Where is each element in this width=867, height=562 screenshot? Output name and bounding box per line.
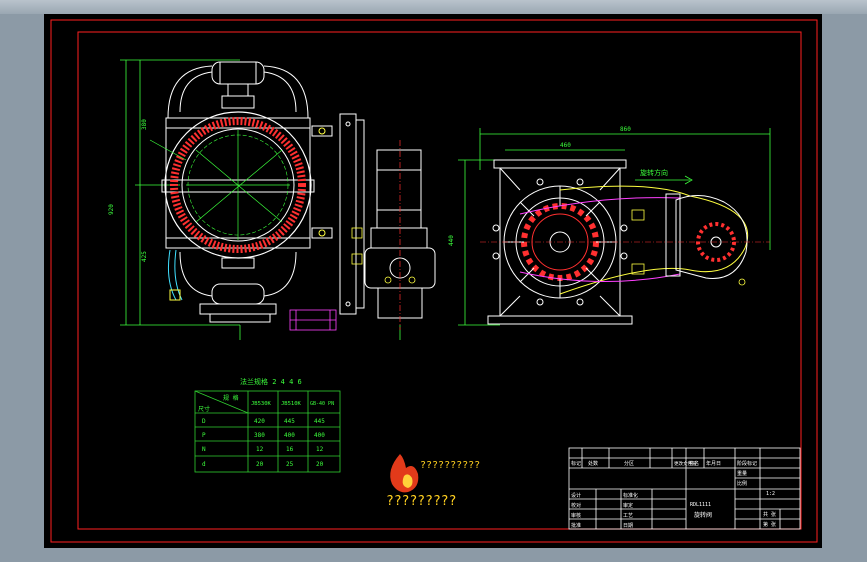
- flange-spec-table: 法兰规格 2 4 4 6 规 格 尺寸 JB530K JB510K GB-40 …: [194, 377, 341, 473]
- table-corner-bottom: 尺寸: [198, 405, 210, 413]
- table-cell: 445: [314, 418, 325, 425]
- table-cell: 20: [256, 461, 264, 468]
- tb-approver: 批准: [571, 522, 581, 529]
- tb-weight: 重量: [737, 470, 747, 477]
- chain-path: [559, 185, 749, 295]
- table-cell: 20: [316, 461, 324, 468]
- tb-zone: 分区: [624, 460, 634, 467]
- bottom-cap: [179, 251, 297, 323]
- flange-hatch-ring: [170, 117, 306, 253]
- table-cell: 400: [314, 432, 325, 439]
- rotation-direction-label: 旋转方向: [640, 168, 668, 177]
- drive-sprocket-housing: [665, 193, 748, 279]
- motor-fasteners: [351, 227, 416, 284]
- tb-standardize: 标准化: [623, 492, 638, 499]
- table-cell: 12: [256, 446, 264, 453]
- table-title: 法兰规格 2 4 4 6: [240, 377, 302, 386]
- tb-sign: 签名: [689, 460, 699, 467]
- tb-date: 年月日: [706, 460, 721, 467]
- table-corner-top: 规 格: [223, 394, 239, 402]
- table-cell: 445: [284, 418, 295, 425]
- dim-left-lower: 425: [141, 251, 148, 262]
- inner-border: [77, 31, 802, 530]
- table-row-label: P: [202, 432, 206, 439]
- tb-sheet-no: 第 张: [763, 521, 776, 528]
- coupling-detail: [289, 309, 337, 331]
- tb-date-label: 日期: [623, 523, 633, 529]
- dim-left-total: 920: [108, 204, 115, 215]
- table-col-header: JB510K: [281, 401, 302, 407]
- table-grid: [194, 390, 341, 473]
- tb-approve: 审定: [623, 502, 633, 509]
- housing-bolts: [492, 178, 628, 306]
- viewport-top-bar: [0, 0, 867, 14]
- table-cell: 25: [286, 461, 294, 468]
- table-row-label: d: [202, 461, 206, 468]
- outer-border: [50, 19, 818, 543]
- front-view-dimension-lines: [120, 59, 401, 340]
- tb-process: 工艺: [623, 513, 633, 519]
- dim-right-height: 440: [448, 235, 455, 246]
- bore-circle: [181, 128, 295, 242]
- dim-left-upper: 380: [141, 119, 148, 130]
- tb-scale: 1:2: [766, 491, 775, 497]
- side-view: 860 460 440 旋转方向: [448, 126, 771, 326]
- table-cell: 420: [254, 418, 265, 425]
- bore-center-lines: [149, 130, 290, 240]
- tb-drawing-number: RDL1111: [690, 502, 711, 508]
- table-cell: 12: [316, 446, 324, 453]
- logo-line-2: ?????????: [386, 494, 456, 509]
- side-view-dimension-lines: [458, 128, 771, 326]
- drawing-sheet: [44, 14, 822, 548]
- table-row-label: N: [202, 446, 206, 453]
- tb-ratio: 比例: [737, 480, 747, 487]
- chain-guard-top: [519, 197, 681, 215]
- chain-guard-bottom: [519, 271, 681, 283]
- tensioner-fasteners: [631, 209, 746, 286]
- hose-fitting: [169, 289, 181, 301]
- front-view: 920 380 425: [108, 59, 436, 340]
- tb-drawing-name: 旋转阀: [694, 511, 712, 519]
- table-col-header: JB530K: [251, 401, 272, 407]
- tb-checker: 校对: [571, 502, 581, 509]
- top-cap: [167, 61, 309, 119]
- tb-mark: 标记: [571, 460, 581, 467]
- brand-logo: ?????????? ?????????: [386, 454, 480, 509]
- tb-change-doc: 更改文件号: [674, 460, 697, 467]
- table-row-label: D: [202, 418, 206, 425]
- table-cell: 16: [286, 446, 294, 453]
- dim-right-width: 860: [620, 126, 631, 133]
- tb-reviewer: 审核: [571, 512, 581, 519]
- flame-core-icon: [402, 474, 413, 488]
- dim-right-sub: 460: [560, 142, 571, 149]
- table-col-header: GB-40 PN: [310, 401, 334, 407]
- flame-icon: [390, 454, 419, 493]
- mounting-plate: [339, 113, 365, 315]
- tb-sheets-total: 共 张: [763, 511, 776, 518]
- title-block-grid: [568, 447, 801, 530]
- tb-designer: 设计: [571, 492, 581, 499]
- table-cell: 380: [254, 432, 265, 439]
- title-block: 标记 处数 分区 更改文件号 签名 年月日 阶段标记 重量 比例 设计 校对 审…: [568, 447, 801, 530]
- tb-stage: 阶段标记: [737, 460, 757, 467]
- tb-count: 处数: [588, 460, 598, 467]
- logo-line-1: ??????????: [420, 460, 480, 471]
- side-bolts: [311, 125, 333, 239]
- table-cell: 400: [284, 432, 295, 439]
